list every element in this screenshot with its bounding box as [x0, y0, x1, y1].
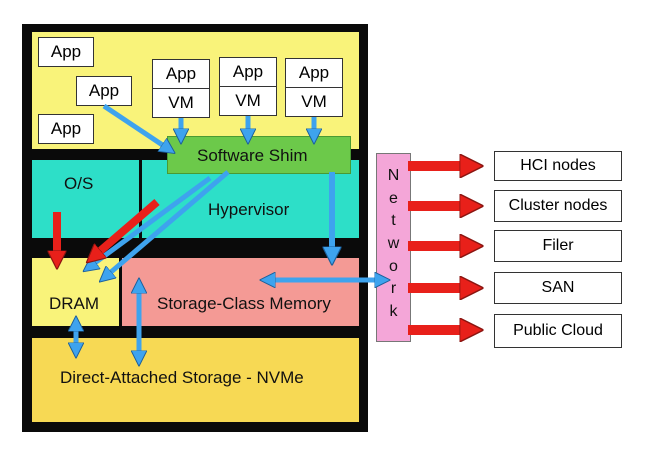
app-box: App	[38, 114, 94, 144]
target-san: SAN	[494, 272, 622, 304]
vm-app-box: App	[152, 59, 210, 89]
target-hci-nodes: HCI nodes	[494, 151, 622, 181]
software-shim-label: Software Shim	[197, 146, 308, 165]
storage-class-memory-layer	[122, 258, 359, 326]
network-letter: t	[391, 212, 396, 230]
network-letter: r	[390, 280, 397, 298]
app-box: App	[38, 37, 94, 67]
arrow-app-to-shim	[102, 103, 170, 150]
target-public-cloud: Public Cloud	[494, 314, 622, 348]
network-letter: w	[387, 234, 400, 252]
direct-attached-storage-label: Direct-Attached Storage - NVMe	[60, 368, 304, 387]
hypervisor-label: Hypervisor	[208, 200, 290, 219]
target-cluster-nodes: Cluster nodes	[494, 190, 622, 222]
vm-box: VM	[285, 87, 343, 117]
app-box: App	[76, 76, 132, 106]
os-label: O/S	[64, 174, 94, 193]
target-filer: Filer	[494, 230, 622, 262]
vm-app-box: App	[285, 58, 343, 88]
network-letter: N	[387, 167, 400, 184]
network-label: N e t w o r k	[376, 168, 411, 320]
direct-attached-storage-layer	[32, 338, 359, 422]
network-letter: e	[389, 189, 398, 207]
arrow-shim-to-dram	[88, 175, 212, 268]
storage-class-memory-label: Storage-Class Memory	[157, 294, 331, 313]
network-letter: o	[389, 257, 398, 275]
os-layer	[32, 160, 139, 238]
network-box	[376, 153, 411, 342]
vm-box: VM	[152, 88, 210, 118]
dram-label: DRAM	[49, 294, 100, 313]
vm-box: VM	[219, 86, 277, 116]
arrow-hypervisor-to-dram	[92, 198, 160, 258]
arrow-shim-to-dram	[104, 170, 230, 278]
vm-app-box: App	[219, 57, 277, 87]
network-letter: k	[389, 302, 398, 320]
